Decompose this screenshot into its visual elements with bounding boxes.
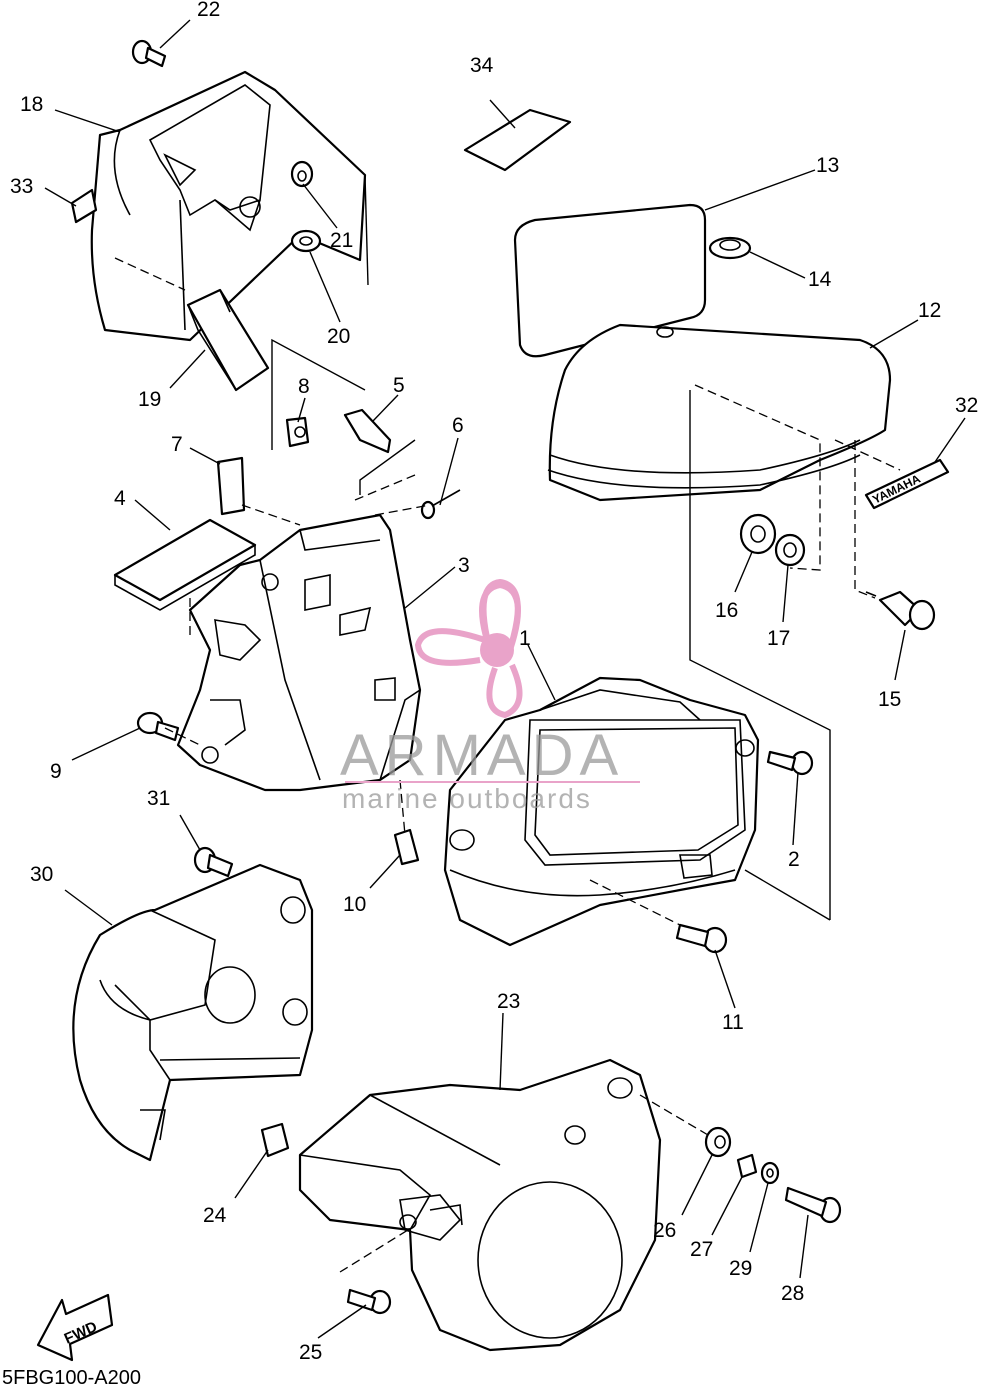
grommet-16	[739, 513, 777, 555]
callout-16: 16	[715, 599, 738, 622]
callout-12: 12	[918, 299, 941, 322]
bolt-25	[346, 1288, 392, 1315]
bolt-9	[136, 711, 180, 742]
callout-7: 7	[171, 433, 183, 456]
grommet-21	[290, 160, 314, 188]
callout-26: 26	[653, 1219, 676, 1242]
callout-1: 1	[519, 627, 531, 650]
callout-17: 17	[767, 627, 790, 650]
decal-34	[463, 108, 572, 172]
callout-19: 19	[138, 388, 161, 411]
cover-30	[72, 863, 314, 1162]
callout-11: 11	[722, 1011, 744, 1034]
grommet-14	[708, 236, 752, 260]
callout-9: 9	[50, 760, 62, 783]
callout-3: 3	[458, 554, 470, 577]
watermark-brand: ARMADA	[340, 723, 624, 788]
rivet-6	[420, 489, 461, 520]
bolt-28	[784, 1186, 842, 1224]
callout-8: 8	[298, 375, 310, 398]
pad-4	[113, 518, 257, 611]
callout-22: 22	[197, 0, 220, 21]
callout-29: 29	[729, 1257, 752, 1280]
callout-27: 27	[690, 1238, 713, 1261]
callout-13: 13	[816, 154, 839, 177]
grommet-20	[290, 229, 322, 253]
collar-27	[736, 1153, 758, 1179]
propeller-logo-icon	[414, 578, 523, 719]
watermark: ARMADA marine outboards	[340, 578, 640, 814]
clip-5	[343, 408, 392, 454]
clip-8	[285, 416, 310, 448]
callout-10: 10	[343, 893, 366, 916]
plate-13	[513, 203, 707, 358]
clip-24	[260, 1122, 290, 1158]
callout-25: 25	[299, 1341, 322, 1364]
clip-10	[393, 828, 420, 866]
bolt-11	[675, 923, 728, 954]
cover-18	[90, 70, 367, 342]
callout-30: 30	[30, 863, 53, 886]
callout-4: 4	[114, 487, 126, 510]
pad-19	[186, 288, 270, 392]
callout-24: 24	[203, 1204, 227, 1227]
collar-17	[774, 533, 806, 567]
bracket-3	[176, 513, 422, 792]
callout-18: 18	[20, 93, 43, 116]
callout-34: 34	[470, 54, 494, 77]
callout-28: 28	[781, 1282, 804, 1305]
screw-15	[865, 590, 936, 631]
decal-32: YAMAHA	[864, 458, 950, 510]
callout-2: 2	[788, 848, 800, 871]
pad-7	[216, 456, 246, 516]
bolt-22	[131, 39, 167, 68]
washer-29	[760, 1161, 780, 1185]
callout-31: 31	[147, 787, 170, 810]
decal-33	[70, 188, 98, 224]
callout-14: 14	[808, 268, 832, 291]
diagram-code: 5FBG100-A200	[2, 1367, 141, 1387]
callout-23: 23	[497, 990, 520, 1013]
cover-1	[443, 676, 760, 947]
callout-33: 33	[10, 175, 33, 198]
watermark-tagline: marine outboards	[342, 783, 592, 814]
bolt-31	[193, 846, 234, 878]
callout-5: 5	[393, 374, 405, 397]
callout-6: 6	[452, 414, 464, 437]
tank-cover-12	[547, 323, 892, 502]
cover-23	[298, 1058, 662, 1352]
callout-32: 32	[955, 394, 978, 417]
bolt-2	[766, 750, 814, 776]
grommet-26	[704, 1126, 732, 1158]
callout-21: 21	[330, 229, 353, 252]
callout-20: 20	[327, 325, 350, 348]
fwd-arrow: FWD	[36, 1293, 114, 1362]
callout-15: 15	[878, 688, 901, 711]
